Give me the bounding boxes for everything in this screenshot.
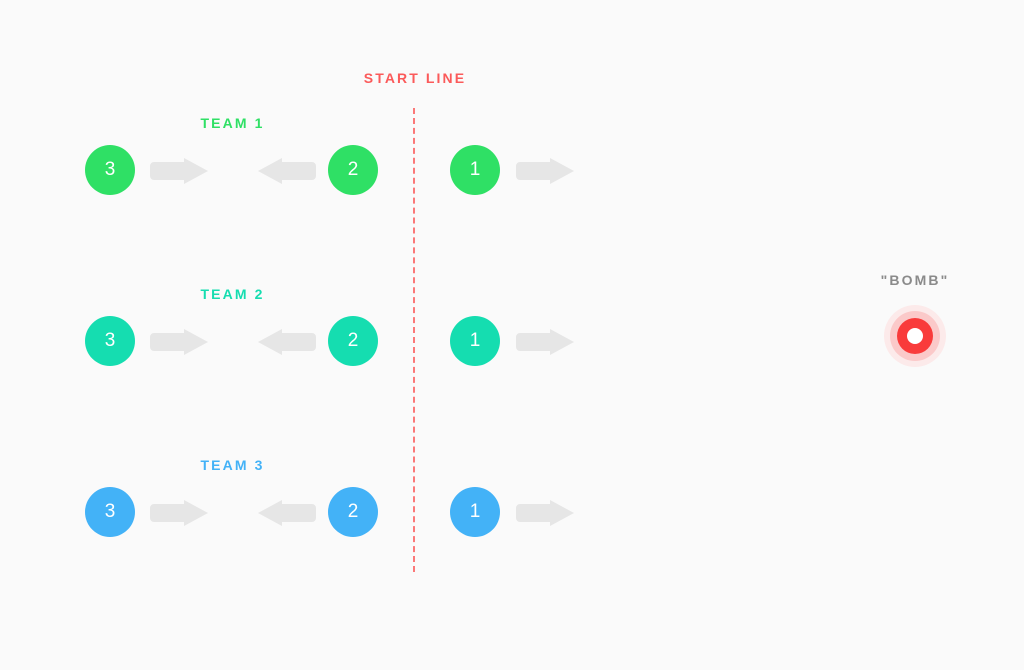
bomb-center [907,328,923,344]
arrow-left-icon [258,158,316,184]
runner-team3-3[interactable]: 3 [85,487,135,537]
start-line-divider [413,108,415,572]
team-row-2: TEAM 2 3 2 1 [0,286,620,396]
bomb-label: "BOMB" [880,272,950,288]
runner-team3-1[interactable]: 1 [450,487,500,537]
runner-team1-1[interactable]: 1 [450,145,500,195]
arrow-right-icon [150,500,208,526]
arrow-right-icon [516,158,574,184]
runner-team1-3[interactable]: 3 [85,145,135,195]
team-label-3: TEAM 3 [200,457,265,473]
bomb-target-icon[interactable] [884,305,946,367]
arrow-right-icon [516,329,574,355]
runner-team2-3[interactable]: 3 [85,316,135,366]
start-line-label: START LINE [363,70,467,86]
runner-team1-2[interactable]: 2 [328,145,378,195]
team-row-3: TEAM 3 3 2 1 [0,457,620,567]
arrow-left-icon [258,329,316,355]
team-label-2: TEAM 2 [200,286,265,302]
arrow-right-icon [150,329,208,355]
team-row-1: TEAM 1 3 2 1 [0,115,620,225]
arrow-left-icon [258,500,316,526]
arrow-right-icon [150,158,208,184]
arrow-right-icon [516,500,574,526]
runner-team3-2[interactable]: 2 [328,487,378,537]
bomb-group: "BOMB" [855,272,975,382]
runner-team2-1[interactable]: 1 [450,316,500,366]
runner-team2-2[interactable]: 2 [328,316,378,366]
team-label-1: TEAM 1 [200,115,265,131]
